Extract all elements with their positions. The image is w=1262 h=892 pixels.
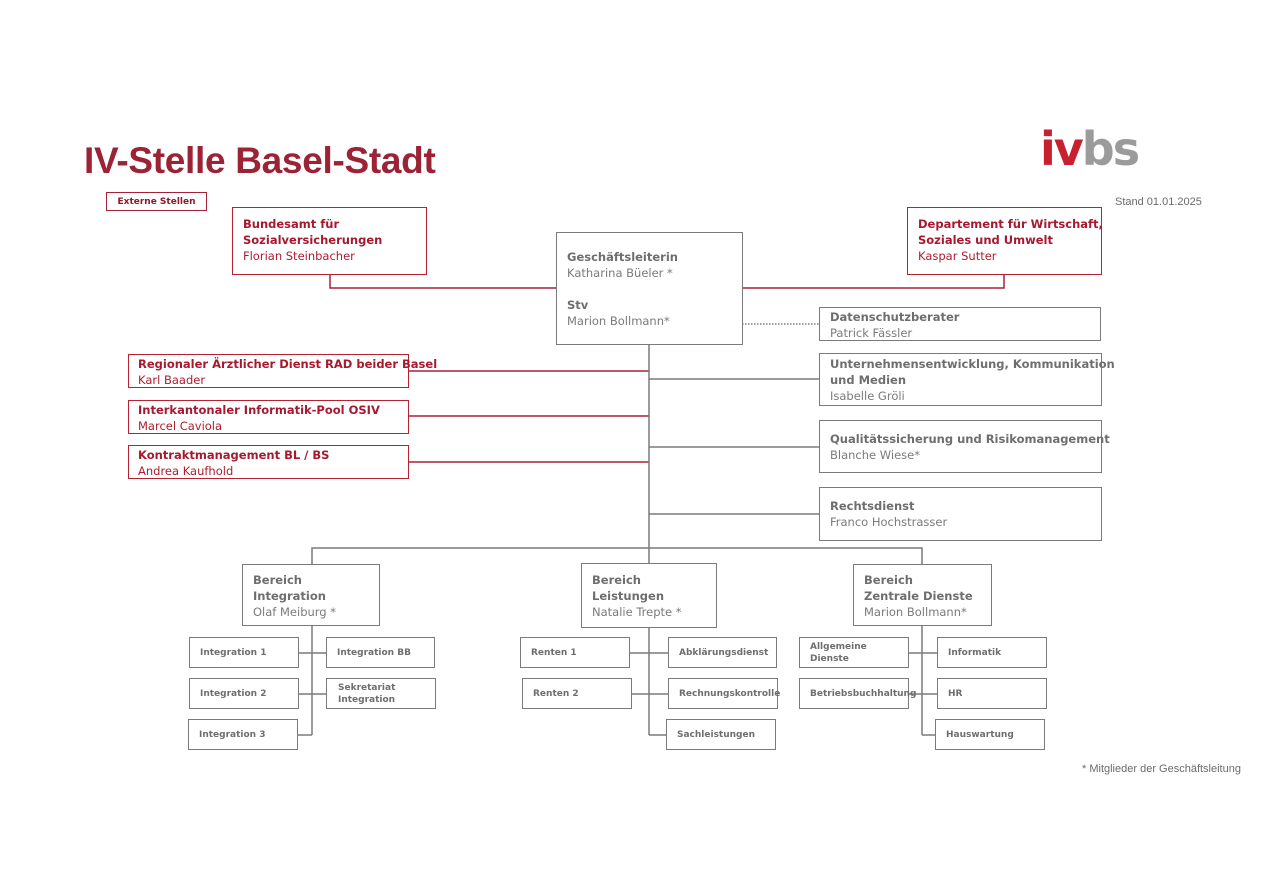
unit-integration-1: Integration 1 (189, 637, 299, 668)
ivbs-logo: ivbs (1040, 126, 1140, 172)
leistungen-name: Natalie Trepte * (592, 605, 682, 619)
unit-hr: HR (937, 678, 1047, 709)
external-legend: Externe Stellen (106, 192, 207, 211)
bsv-line1: Bundesamt für (243, 217, 340, 231)
osiv-title: Interkantonaler Informatik-Pool OSIV (138, 403, 380, 417)
unit-renten-2: Renten 2 (522, 678, 632, 709)
external-connectors (329, 275, 1005, 463)
unit-hauswartung: Hauswartung (935, 719, 1045, 750)
deputy-role: Stv (567, 298, 589, 312)
unternehmen-line2: und Medien (830, 373, 907, 387)
footnote: * Mitglieder der Geschäftsleitung (1082, 763, 1241, 775)
unit-integration-bb: Integration BB (326, 637, 435, 668)
head-role: Geschäftsleiterin (567, 250, 678, 264)
deputy-name: Marion Bollmann* (567, 314, 670, 328)
box-bereich-integration: Bereich Integration Olaf Meiburg * (242, 564, 380, 626)
box-bereich-zentrale-dienste: Bereich Zentrale Dienste Marion Bollmann… (853, 564, 992, 626)
unit-renten-1: Renten 1 (520, 637, 630, 668)
leistungen-l1: Bereich (592, 573, 641, 587)
wsu-line1: Departement für Wirtschaft, (918, 217, 1103, 231)
integration-l1: Bereich (253, 573, 302, 587)
zentrale-l2: Zentrale Dienste (864, 589, 973, 603)
box-rechtsdienst: Rechtsdienst Franco Hochstrasser (819, 487, 1102, 541)
integration-name: Olaf Meiburg * (253, 605, 337, 619)
rad-title: Regionaler Ärztlicher Dienst RAD beider … (138, 357, 438, 371)
box-bereich-leistungen: Bereich Leistungen Natalie Trepte * (581, 563, 717, 628)
integration-l2: Integration (253, 589, 326, 603)
internal-connectors (298, 323, 938, 736)
bsv-line2: Sozialversicherungen (243, 233, 383, 247)
box-wsu: Departement für Wirtschaft, Soziales und… (907, 207, 1103, 275)
box-osiv: Interkantonaler Informatik-Pool OSIV Mar… (128, 400, 409, 434)
unternehmen-line1: Unternehmensentwicklung, Kommunikation (830, 357, 1115, 371)
box-geschaeftsleitung: Geschäftsleiterin Katharina Büeler * Stv… (556, 232, 743, 345)
box-bsv: Bundesamt für Sozialversicherungen Flori… (232, 207, 427, 275)
stand-date: Stand 01.01.2025 (1115, 196, 1202, 208)
unit-integration-3: Integration 3 (188, 719, 298, 750)
kontrakt-name: Andrea Kaufhold (138, 464, 234, 478)
unit-sachleistungen: Sachleistungen (666, 719, 776, 750)
wsu-line2: Soziales und Umwelt (918, 233, 1053, 247)
zentrale-l1: Bereich (864, 573, 913, 587)
logo-iv: iv (1040, 122, 1084, 176)
recht-title: Rechtsdienst (830, 499, 915, 513)
box-datenschutz: Datenschutzberater Patrick Fässler (819, 307, 1101, 341)
recht-name: Franco Hochstrasser (830, 515, 948, 529)
unit-rechnungskontrolle: Rechnungskontrolle (668, 678, 780, 709)
box-qualitaet: Qualitätssicherung und Risikomanagement … (819, 420, 1110, 473)
unit-allgemeine-dienste: Allgemeine Dienste (799, 637, 909, 668)
datenschutz-title: Datenschutzberater (830, 310, 960, 324)
bsv-name: Florian Steinbacher (243, 249, 355, 263)
page-title: IV-Stelle Basel-Stadt (84, 140, 436, 181)
qualitaet-name: Blanche Wiese* (830, 448, 920, 462)
leistungen-l2: Leistungen (592, 589, 665, 603)
unternehmen-name: Isabelle Gröli (830, 389, 905, 403)
box-kontrakt: Kontraktmanagement BL / BS Andrea Kaufho… (128, 445, 409, 479)
kontrakt-title: Kontraktmanagement BL / BS (138, 448, 330, 462)
datenschutz-name: Patrick Fässler (830, 326, 913, 340)
unit-betriebsbuchhaltung: Betriebsbuchhaltung (799, 678, 916, 709)
unit-abklaerungsdienst: Abklärungsdienst (668, 637, 777, 668)
osiv-name: Marcel Caviola (138, 419, 223, 433)
logo-bs: bs (1081, 122, 1140, 176)
unit-integration-2: Integration 2 (189, 678, 299, 709)
rad-name: Karl Baader (138, 373, 206, 387)
unit-informatik: Informatik (937, 637, 1047, 668)
box-rad: Regionaler Ärztlicher Dienst RAD beider … (128, 354, 438, 388)
box-unternehmensentwicklung: Unternehmensentwicklung, Kommunikation u… (819, 353, 1115, 406)
unit-sekretariat-integration: Sekretariat Integration (326, 678, 436, 709)
head-name: Katharina Büeler * (567, 266, 673, 280)
zentrale-name: Marion Bollmann* (864, 605, 967, 619)
qualitaet-title: Qualitätssicherung und Risikomanagement (830, 432, 1110, 446)
wsu-name: Kaspar Sutter (918, 249, 997, 263)
